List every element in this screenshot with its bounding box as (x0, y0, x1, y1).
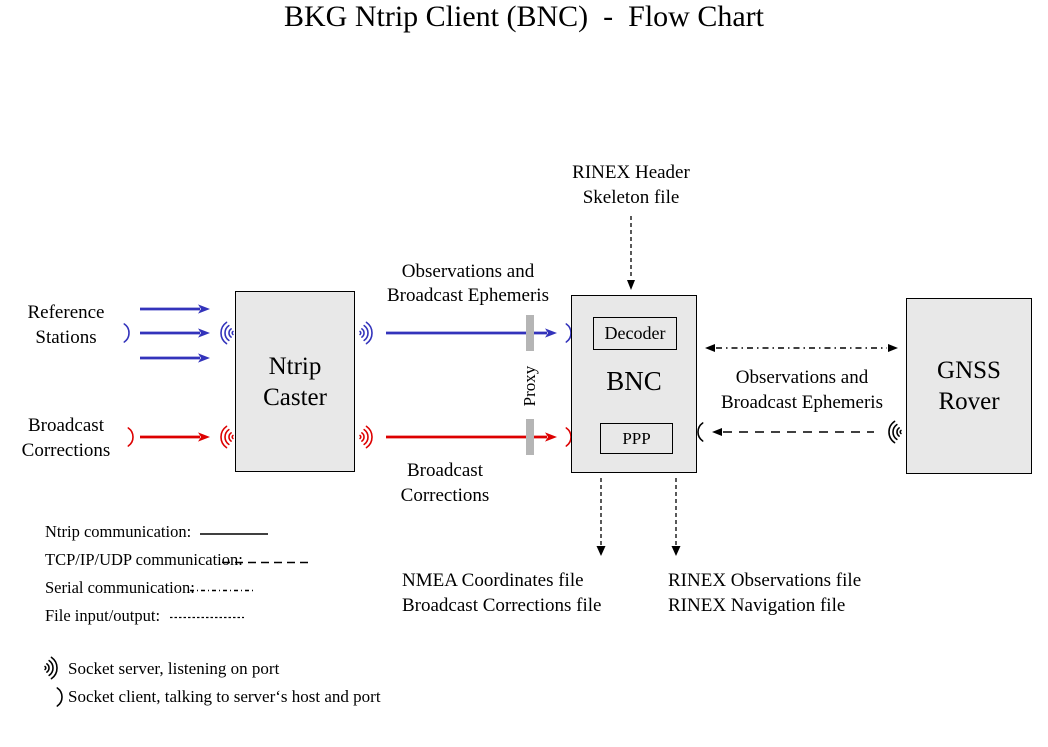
socket-client-legend-icon (56, 687, 63, 707)
caster-to-bnc-observations-arrow (386, 328, 557, 338)
socket-client-icon (127, 427, 134, 447)
proxy-label: Proxy (520, 365, 539, 407)
proxy-bars (526, 315, 534, 455)
node-ppp: PPP (600, 423, 673, 454)
legend-socket-client: Socket client, talking to server‘s host … (68, 687, 381, 706)
legend-serial-communication: Serial communication: (45, 578, 195, 597)
socket-server-icon (359, 321, 373, 345)
broadcast-corrections-caster-bnc-label: Broadcast Corrections (400, 460, 490, 506)
socket-server-icon (359, 425, 373, 449)
ppp-label: PPP (622, 428, 651, 448)
legend-line-samples (170, 533, 308, 619)
node-decoder: Decoder (593, 317, 677, 350)
socket-server-legend-icon (44, 656, 58, 680)
decoder-label: Decoder (604, 323, 666, 343)
observations-ephemeris-rover-bnc-label: Observations and Broadcast Ephemeris (721, 367, 883, 413)
gnss-rover-label: GNSS Rover (937, 357, 1001, 415)
socket-server-icon (888, 420, 902, 444)
legend-ntrip-communication: Ntrip communication: (45, 522, 192, 541)
rinex-skeleton-arrow (627, 216, 635, 290)
rinex-header-skeleton-label: RINEX Header Skeleton file (572, 162, 690, 208)
legend-tcp-ip-udp-communication: TCP/IP/UDP communication: (45, 550, 243, 569)
socket-server-icon (220, 425, 234, 449)
socket-client-icon (123, 323, 130, 343)
socket-client-icon (697, 422, 704, 442)
socket-server-icon (220, 321, 234, 345)
rover-to-bnc-observations-arrow (712, 428, 874, 436)
broadcast-corrections-input-arrow (140, 432, 210, 442)
node-gnss-rover: GNSS Rover (906, 298, 1032, 474)
bnc-rover-serial-arrow (705, 344, 898, 352)
reference-stations-arrows (140, 304, 210, 363)
legend-socket-server: Socket server, listening on port (68, 659, 280, 678)
ntrip-caster-label: Ntrip Caster (263, 352, 327, 411)
observations-ephemeris-caster-bnc-label: Observations and Broadcast Ephemeris (387, 261, 549, 306)
node-bnc: Decoder BNC PPP (571, 295, 697, 473)
rinex-outputs-label: RINEX Observations file RINEX Navigation… (668, 570, 862, 616)
bnc-label: BNC (606, 366, 662, 396)
page-title: BKG Ntrip Client (BNC) - Flow Chart (284, 0, 764, 33)
caster-to-bnc-corrections-arrow (386, 432, 557, 442)
node-ntrip-caster: Ntrip Caster (235, 291, 355, 472)
legend-file-input-output: File input/output: (45, 606, 161, 625)
nmea-outputs-label: NMEA Coordinates file Broadcast Correcti… (402, 570, 602, 616)
broadcast-corrections-input-label: Broadcast Corrections (21, 415, 111, 461)
reference-stations-label: Reference Stations (27, 302, 105, 348)
bnc-output-arrows (596, 478, 681, 556)
